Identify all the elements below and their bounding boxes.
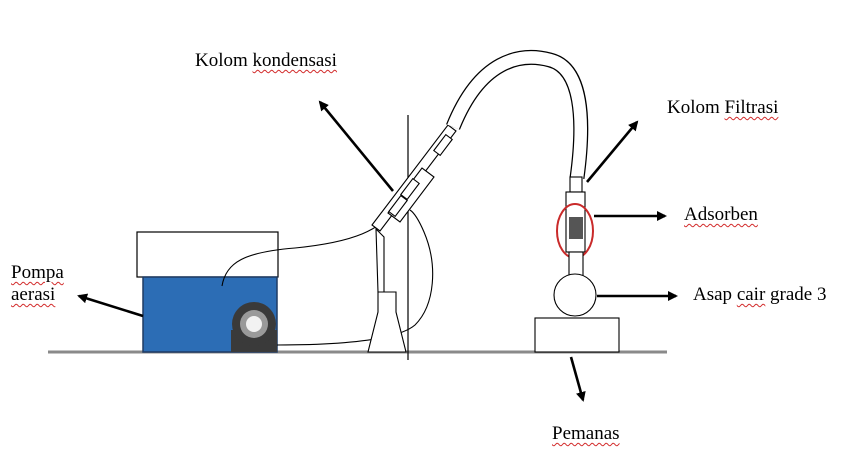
arrow-kolom-filtrasi — [586, 120, 639, 183]
filtration-column — [565, 176, 586, 253]
pump-hose-bottom — [276, 209, 434, 346]
label-asap-cair: Asap cair grade 3 — [693, 284, 827, 305]
arrow-kolom-kondensasi — [318, 100, 395, 192]
arrow-pompa-aerasi — [77, 293, 144, 318]
receiving-flask — [367, 227, 407, 353]
label-adsorben: Adsorben — [684, 204, 758, 225]
label-kolom-kondensasi: Kolom kondensasi — [195, 50, 337, 71]
arrow-pemanas — [569, 356, 586, 402]
condensation-column — [371, 124, 457, 232]
bent-tube — [446, 50, 589, 180]
label-kolom-filtrasi: Kolom Filtrasi — [667, 97, 779, 118]
pump-lid — [136, 231, 279, 278]
pump-motor — [231, 302, 277, 352]
label-pemanas: Pemanas — [552, 423, 620, 444]
adsorbent-fill — [569, 217, 583, 239]
label-pompa-aerasi: Pompa aerasi — [11, 262, 64, 305]
round-flask — [553, 251, 597, 317]
heater — [534, 317, 620, 353]
